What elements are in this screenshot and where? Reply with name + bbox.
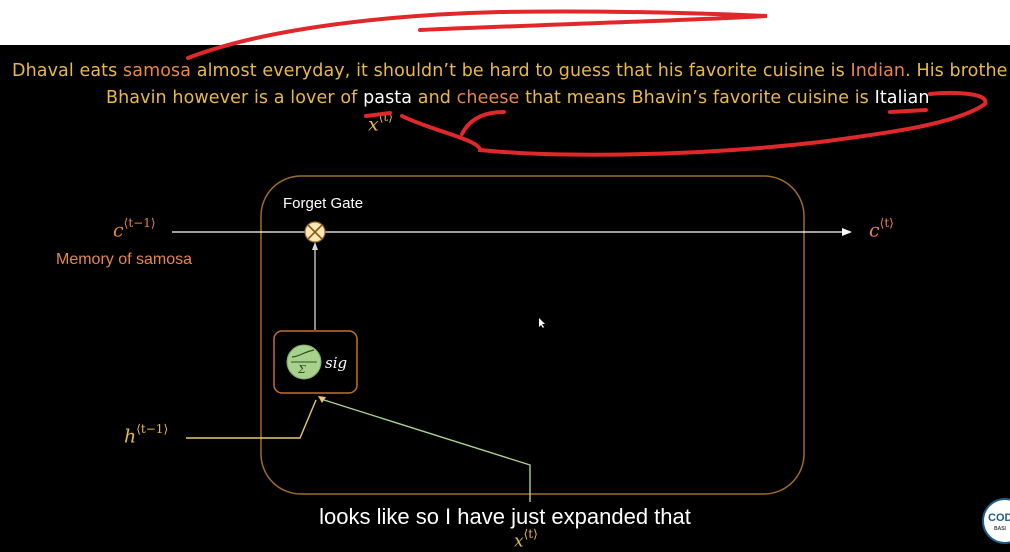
input-symbol: x	[368, 113, 379, 136]
sentence-text: . His brothe	[905, 61, 1008, 81]
gate-container-box	[260, 175, 805, 495]
cell-next-label: c⟨t⟩	[869, 216, 894, 242]
cell-state-arrowhead	[842, 228, 852, 236]
sentence-text: almost everyday, it shouldn’t be hard to…	[191, 61, 851, 81]
cell-next-symbol: c	[869, 219, 880, 242]
red-underline-italian	[888, 108, 928, 114]
multiply-icon	[307, 224, 323, 240]
word-italian: Italian	[874, 88, 930, 108]
input-bottom-symbol: x	[514, 531, 524, 552]
logo-text: COD	[988, 512, 1010, 524]
cell-next-superscript: ⟨t⟩	[879, 216, 894, 230]
sigmoid-label: sig	[325, 354, 348, 372]
sentence-text: Dhaval eats	[12, 61, 124, 81]
forget-gate-title: Forget Gate	[283, 195, 364, 212]
red-annotation-loop-bottom	[400, 91, 988, 157]
input-x-bottom: x⟨t⟩	[514, 527, 538, 552]
sigmoid-sum-label: Σ	[298, 363, 306, 376]
word-indian: Indian	[850, 61, 906, 81]
cell-prev-symbol: c	[113, 219, 124, 242]
input-line-bottom	[323, 399, 531, 502]
sentence-text: that means Bhavin’s favorite cuisine is	[519, 88, 875, 108]
word-samosa: samosa	[123, 61, 192, 81]
mouse-cursor-icon	[539, 318, 545, 328]
logo-subtext: BASI	[994, 526, 1006, 532]
red-underline-pasta	[364, 111, 392, 118]
red-annotation-loop-top	[186, 9, 768, 60]
sentence-text: Bhavin however is a lover of	[106, 88, 364, 108]
word-cheese: cheese	[456, 88, 520, 108]
sigmoid-curve-icon	[291, 349, 315, 358]
hidden-prev-symbol: h	[124, 425, 137, 448]
sigmoid-box	[273, 330, 358, 394]
input-bottom-superscript: ⟨t⟩	[523, 527, 538, 541]
sentence-text: and	[412, 88, 457, 108]
memory-label: Memory of samosa	[56, 251, 193, 268]
sentence-line-2: Bhavin however is a lover of pasta and c…	[106, 88, 930, 108]
hidden-input-line	[186, 399, 317, 439]
sigmoid-output-arrowhead	[312, 242, 318, 250]
video-caption: looks like so I have just expanded that	[319, 504, 691, 529]
word-pasta: pasta	[363, 88, 413, 108]
top-white-band	[0, 0, 1010, 45]
red-annotation-hook	[460, 110, 506, 136]
hidden-prev-superscript: ⟨t−1⟩	[136, 422, 169, 436]
sigmoid-input-arrowhead	[318, 396, 326, 403]
sentence-line-1: Dhaval eats samosa almost everyday, it s…	[12, 61, 1008, 81]
cell-prev-superscript: ⟨t−1⟩	[123, 216, 156, 230]
cell-prev-label: c⟨t−1⟩	[113, 216, 156, 242]
hidden-prev-label: h⟨t−1⟩	[124, 422, 169, 448]
